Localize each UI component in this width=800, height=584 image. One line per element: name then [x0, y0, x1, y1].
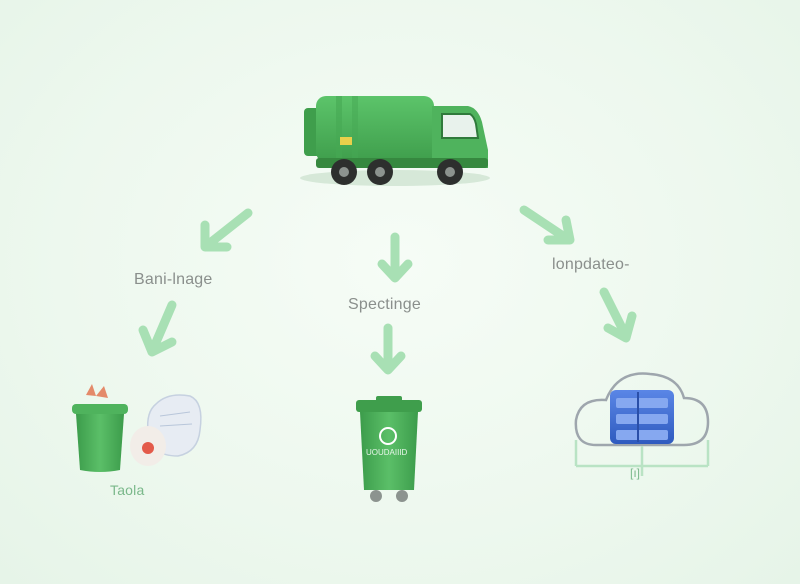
arrow-center-lower [370, 323, 406, 375]
trash-bag-icon [130, 394, 202, 466]
cloud-icon [574, 372, 710, 447]
branch-label-right: lonpdateo- [552, 256, 630, 273]
bin-label: UOUDAIIID [366, 448, 408, 457]
arrow-center-upper [377, 232, 413, 283]
network-lines-icon [574, 440, 710, 476]
arrow-right-upper [519, 205, 575, 245]
cloud-caption: [ı] [630, 466, 641, 480]
left-caption: Taola [110, 482, 145, 498]
garbage-truck-icon [300, 96, 490, 186]
branch-label-left: Bani-lnage [134, 271, 213, 288]
arrow-left-upper [200, 208, 253, 252]
branch-label-center: Spectinge [348, 296, 421, 313]
server-icon [610, 390, 674, 444]
wheelie-bin-icon [356, 396, 422, 502]
household-bin-icon [72, 384, 128, 472]
arrow-right-lower [599, 287, 637, 343]
arrow-left-lower [138, 300, 177, 357]
